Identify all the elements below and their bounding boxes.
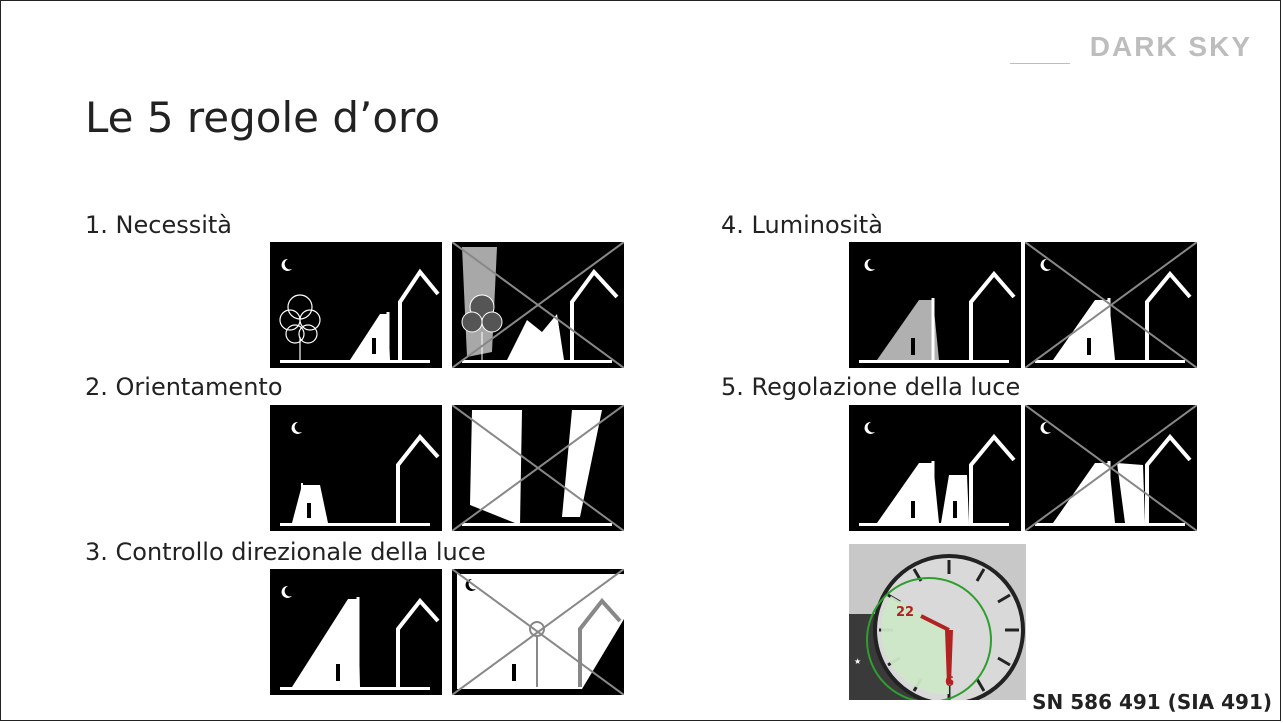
logo-line — [1010, 63, 1070, 64]
necessity-good-illustration — [270, 242, 442, 368]
rule-label-4: 4. Luminosità — [721, 211, 883, 239]
directional-control-bad-svg — [452, 569, 624, 695]
necessity-bad-illustration — [452, 242, 624, 368]
person-icon — [911, 501, 915, 518]
house-icon — [396, 433, 440, 523]
moon-icon — [1040, 258, 1051, 271]
house-icon — [398, 268, 440, 360]
luminosity-bad-illustration — [1025, 242, 1197, 368]
directional-control-good-illustration — [270, 569, 442, 695]
person-icon — [336, 664, 340, 681]
minute-hand — [945, 630, 953, 684]
light-regulation-bad-svg — [1025, 405, 1197, 531]
svg-text:★: ★ — [854, 657, 861, 666]
directional-control-bad-illustration — [452, 569, 624, 695]
light-regulation-good-svg — [849, 405, 1021, 531]
clock-illustration: ★ 22 6 — [849, 544, 1026, 700]
hour-hand — [920, 614, 950, 632]
cross-line — [452, 569, 624, 695]
moon-icon — [281, 585, 292, 598]
cross-line — [1025, 405, 1197, 531]
luminosity-good-svg — [849, 242, 1021, 368]
cross-line — [1025, 242, 1197, 368]
person-icon — [953, 501, 957, 518]
person-icon — [372, 338, 376, 354]
dark-sky-logo: DARK SKY — [1089, 31, 1252, 62]
page-title: Le 5 regole d’oro — [85, 93, 441, 142]
directional-control-good-svg — [270, 569, 442, 695]
necessity-good-svg — [270, 242, 442, 368]
rule-label-5: 5. Regolazione della luce — [721, 373, 1021, 401]
orientation-good-illustration — [270, 405, 442, 531]
clock-label-6: 6 — [945, 675, 954, 690]
orientation-bad-svg — [452, 405, 624, 531]
tree-icon — [461, 294, 503, 362]
luminosity-good-illustration — [849, 242, 1021, 368]
house-icon — [969, 433, 1016, 523]
cross-line — [452, 405, 624, 531]
orientation-good-svg — [270, 405, 442, 531]
person-icon — [911, 338, 915, 355]
rule-label-3: 3. Controllo direzionale della luce — [85, 538, 486, 566]
moon-icon — [864, 258, 875, 271]
moon-icon — [291, 421, 302, 434]
luminosity-bad-svg — [1025, 242, 1197, 368]
person-icon — [497, 500, 501, 515]
orientation-bad-illustration — [452, 405, 624, 531]
rule-label-2: 2. Orientamento — [85, 373, 283, 401]
person-icon — [512, 664, 516, 681]
night-sector-outline — [866, 577, 992, 700]
moon-icon — [864, 421, 875, 434]
cross-line — [452, 242, 624, 368]
person-icon — [1087, 338, 1091, 355]
house-icon — [396, 597, 440, 687]
clock-label-22: 22 — [896, 605, 914, 620]
person-icon — [307, 503, 311, 518]
light-regulation-bad-illustration — [1025, 405, 1197, 531]
moon-icon — [281, 258, 292, 271]
moon-icon — [1040, 421, 1051, 434]
tree-icon — [279, 294, 321, 362]
standard-reference: SN 586 491 (SIA 491) — [1032, 690, 1272, 714]
light-regulation-good-illustration — [849, 405, 1021, 531]
rule-label-1: 1. Necessità — [85, 211, 232, 239]
house-icon — [578, 597, 622, 687]
necessity-bad-svg — [452, 242, 624, 368]
clock-svg: ★ 22 6 — [849, 544, 1026, 700]
house-icon — [969, 270, 1016, 360]
